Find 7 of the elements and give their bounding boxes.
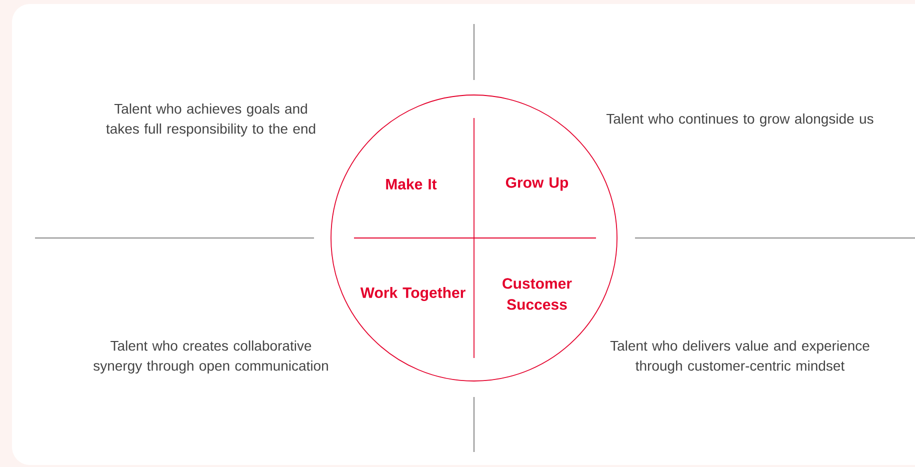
quadrant-label: Make It [386, 178, 437, 190]
quadrant-label: Customer Success [502, 278, 572, 310]
quadrant-label: Grow Up [506, 177, 568, 191]
description-text: Talent who delivers value and experience through customer-centric mindset [610, 340, 870, 374]
description-text: Talent who achieves goals and takes full responsibility to the end [106, 103, 316, 137]
quadrant-label: Work Together [360, 286, 466, 302]
description-text: Talent who continues to grow alongside us [606, 113, 874, 127]
